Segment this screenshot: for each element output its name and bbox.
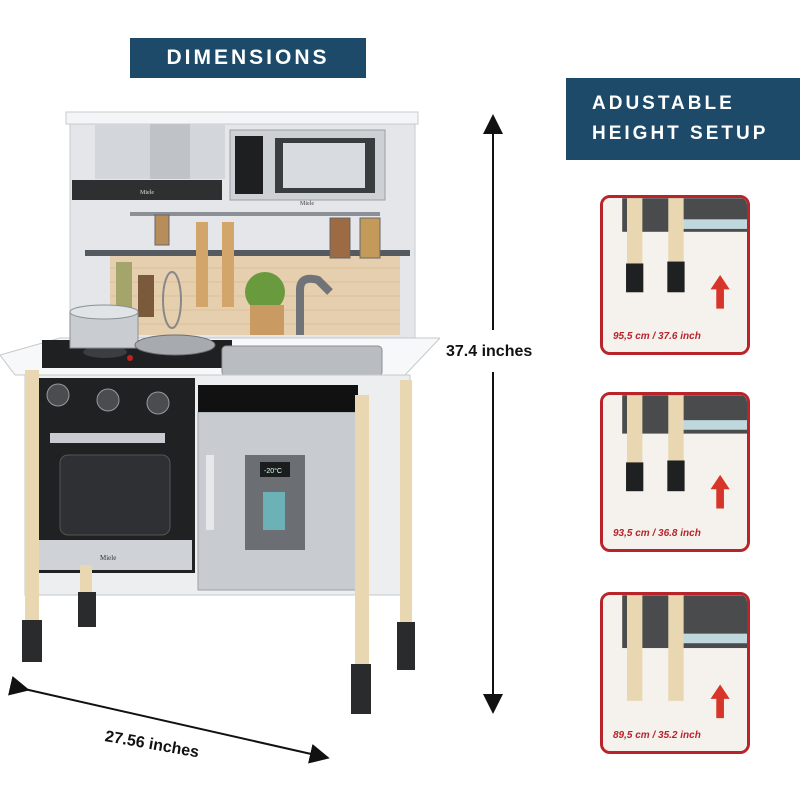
kitchen-leg: [400, 380, 412, 625]
utensil-rail: [85, 250, 410, 256]
fridge-display: -20°C: [264, 467, 282, 475]
faucet: [296, 274, 333, 335]
up-arrow-icon: [710, 684, 730, 719]
leg-setting-image: [603, 595, 747, 751]
up-arrow-icon: [710, 474, 730, 509]
range-hood: [72, 180, 222, 200]
adjustable-height-banner: ADUSTABLE HEIGHT SETUP: [566, 78, 800, 160]
kitchen-top-board: [65, 111, 419, 125]
whisk: [162, 271, 182, 329]
spice-jar: [359, 217, 381, 259]
cup: [263, 492, 285, 530]
height-setting-label: 89,5 cm / 35.2 inch: [613, 730, 701, 741]
height-setting-label: 93,5 cm / 36.8 inch: [613, 528, 701, 539]
kitchen-leg: [80, 565, 92, 595]
plant-pot: [250, 305, 284, 335]
oven-knob: [96, 388, 120, 412]
cooking-pot: [69, 311, 139, 349]
spice-jar: [154, 214, 170, 246]
sink: [221, 345, 383, 377]
oil-bottle: [138, 275, 154, 317]
height-setting-panel: 93,5 cm / 36.8 inch: [600, 392, 750, 552]
up-arrow-icon: [710, 275, 730, 309]
leg-setting-image: [603, 395, 747, 549]
dimensions-banner: DIMENSIONS: [130, 38, 366, 78]
kitchen-leg: [355, 395, 369, 670]
height-label: 37.4 inches: [446, 343, 533, 360]
wooden-spatula: [196, 222, 208, 307]
oil-bottle: [116, 262, 132, 317]
frying-pan: [134, 334, 216, 356]
oven-knob: [46, 383, 70, 407]
adjustable-title: ADUSTABLE HEIGHT SETUP: [592, 93, 769, 144]
height-setting-panel: 95,5 cm / 37.6 inch: [600, 195, 750, 355]
height-setting-panel: 89,5 cm / 35.2 inch: [600, 592, 750, 754]
toy-kitchen-image: Miele Miele Miele: [0, 111, 440, 714]
wooden-fork: [222, 222, 234, 307]
height-setting-label: 95,5 cm / 37.6 inch: [613, 331, 701, 342]
oven-window: [59, 454, 171, 536]
kitchen-leg: [25, 370, 39, 625]
width-arrow: [8, 676, 330, 764]
microwave-brand: Miele: [300, 201, 314, 207]
fridge-handle: [206, 455, 214, 530]
oven-knob: [146, 391, 170, 415]
leg-setting-image: [603, 198, 747, 352]
oven-brand: Miele: [100, 554, 116, 562]
dimensions-title: DIMENSIONS: [166, 46, 330, 69]
hood-brand: Miele: [140, 190, 154, 196]
oven-handle: [50, 433, 165, 443]
spice-jar: [329, 217, 351, 259]
